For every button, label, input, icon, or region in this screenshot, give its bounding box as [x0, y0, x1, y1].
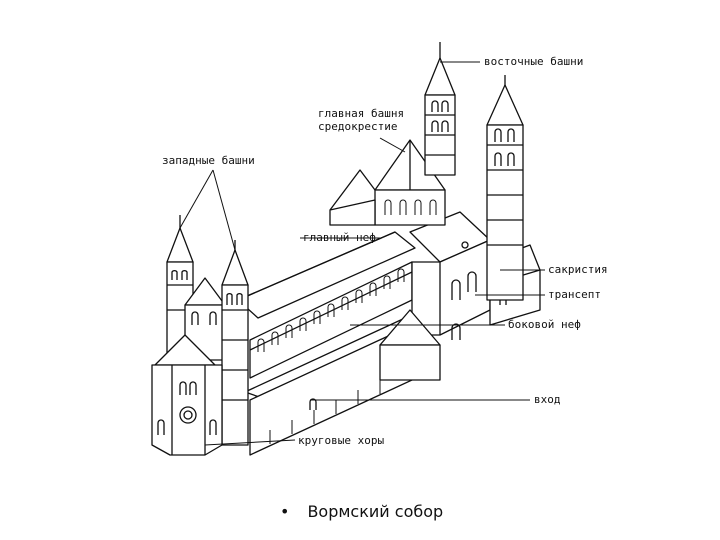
label-main-nave: главный неф [303, 231, 376, 244]
label-sacristy: сакристия [548, 263, 608, 276]
label-main-tower-line1: главная башня [318, 107, 405, 120]
leader-lines [179, 61, 545, 446]
side-nave [244, 317, 431, 456]
crossing-tower [329, 139, 446, 226]
label-transept: трансепт [548, 288, 601, 301]
label-entrance: вход [534, 393, 561, 406]
east-tower-left [424, 42, 456, 176]
label-side-nave: боковой неф [508, 318, 581, 331]
caption-text: Вормский собор [307, 502, 444, 521]
west-choir [151, 334, 223, 456]
east-tower-right [486, 75, 524, 301]
caption-bullet: • [280, 502, 290, 521]
label-main-tower-line2: средокрестие [318, 120, 398, 133]
slide-caption: • Вормский собор [280, 502, 443, 521]
label-east-towers: восточные башни [484, 55, 584, 68]
label-west-towers: западные башни [162, 154, 255, 167]
west-tower-right [221, 240, 249, 446]
label-round-choirs: круговые хоры [298, 434, 385, 447]
